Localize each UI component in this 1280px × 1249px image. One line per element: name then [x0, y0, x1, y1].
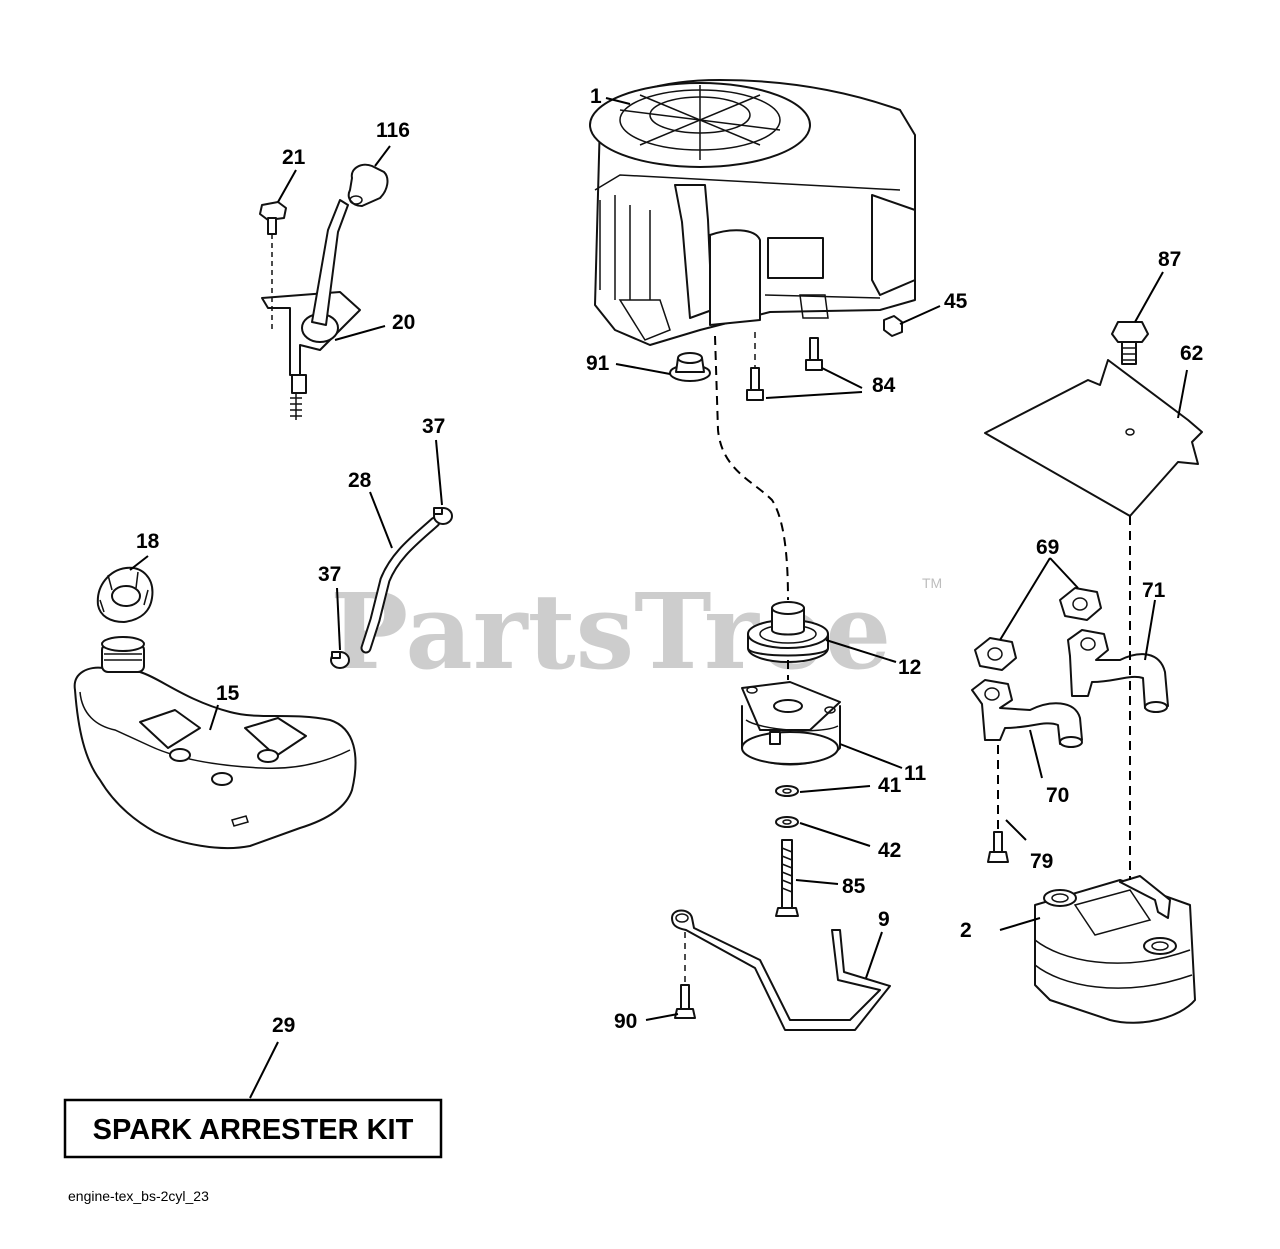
- callout-62: 62: [1180, 342, 1203, 365]
- callout-71: 71: [1142, 579, 1166, 602]
- adapter-part[interactable]: [669, 352, 711, 382]
- shaft-assembly-line: [714, 335, 789, 601]
- engine-bolt-part[interactable]: [746, 332, 823, 401]
- callout-90: 90: [614, 1010, 637, 1033]
- fuel-cap-part[interactable]: [96, 566, 154, 623]
- nut-part[interactable]: [883, 315, 903, 337]
- spark-arrester-kit-box[interactable]: SPARK ARRESTER KIT: [63, 1098, 443, 1159]
- engine-part[interactable]: [589, 79, 916, 346]
- callout-11: 11: [904, 762, 927, 785]
- fuel-line-part[interactable]: [360, 516, 441, 654]
- bracket-part[interactable]: [671, 909, 891, 1031]
- muffler-bolt-part[interactable]: [987, 831, 1009, 863]
- gasket-part[interactable]: [1059, 587, 1102, 621]
- pulley-part[interactable]: [747, 601, 829, 663]
- callout-45: 45: [944, 290, 968, 313]
- diagram-reference-code: engine-tex_bs-2cyl_23: [68, 1188, 209, 1204]
- pto-clutch-part[interactable]: [741, 681, 841, 766]
- exhaust-pipe-part[interactable]: [1067, 629, 1169, 713]
- hose-clamp-part[interactable]: [433, 507, 453, 525]
- fuel-tank-part[interactable]: [73, 636, 357, 849]
- callout-70: 70: [1046, 784, 1069, 807]
- bracket-bolt-part[interactable]: [674, 932, 696, 1019]
- control-bolt-part[interactable]: [259, 201, 287, 330]
- callout-1: 1: [590, 85, 602, 108]
- callout-9: 9: [878, 908, 890, 931]
- callout-85: 85: [842, 875, 866, 898]
- clutch-bolt-part[interactable]: [775, 839, 799, 917]
- exhaust-pipe-part[interactable]: [971, 679, 1083, 748]
- callout-37-lower: 37: [318, 563, 341, 586]
- spark-arrester-kit-label: SPARK ARRESTER KIT: [93, 1114, 414, 1146]
- leader-lines: [129, 97, 1188, 1099]
- callout-15: 15: [216, 682, 240, 705]
- throttle-knob-part[interactable]: [347, 163, 389, 207]
- washer-part[interactable]: [775, 816, 799, 828]
- muffler-part[interactable]: [1034, 875, 1196, 1024]
- callout-84: 84: [872, 374, 896, 397]
- callout-2: 2: [960, 919, 972, 942]
- callout-87: 87: [1158, 248, 1181, 271]
- callout-18: 18: [136, 530, 160, 553]
- callout-37-upper: 37: [422, 415, 445, 438]
- callout-41: 41: [878, 774, 902, 797]
- throttle-control-part[interactable]: [261, 199, 361, 420]
- watermark-trademark: TM: [922, 575, 942, 591]
- heat-shield-part[interactable]: [984, 359, 1203, 517]
- flange-nut-part[interactable]: [1111, 321, 1149, 365]
- callout-69: 69: [1036, 536, 1059, 559]
- gasket-part[interactable]: [974, 637, 1017, 671]
- callout-21: 21: [282, 146, 306, 169]
- callout-116: 116: [376, 119, 410, 142]
- callout-42: 42: [878, 839, 901, 862]
- callout-20: 20: [392, 311, 415, 334]
- callout-12: 12: [898, 656, 921, 679]
- callout-91: 91: [586, 352, 610, 375]
- washer-part[interactable]: [775, 785, 799, 797]
- callout-29: 29: [272, 1014, 295, 1037]
- hose-clamp-part[interactable]: [330, 651, 350, 669]
- callout-79: 79: [1030, 850, 1053, 873]
- callout-28: 28: [348, 469, 372, 492]
